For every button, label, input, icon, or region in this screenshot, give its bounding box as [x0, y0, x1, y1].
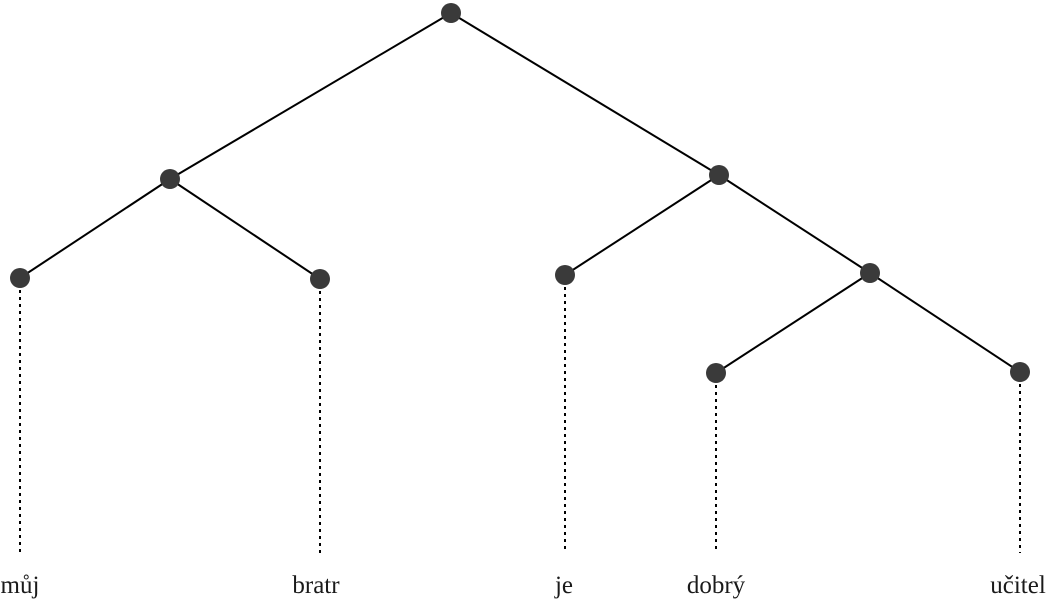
word-label-je: je	[554, 572, 573, 599]
tree-node-leaf-bratr	[310, 269, 330, 289]
tree-node-leaf-muj	[10, 268, 30, 288]
edge-root-to-n-right	[450, 12, 720, 176]
word-label-muj: můj	[1, 572, 40, 599]
tree-node-leaf-je	[555, 265, 575, 285]
word-label-dobry: dobrý	[687, 572, 746, 599]
edge-n-left-to-leaf-muj	[19, 178, 171, 279]
word-leader-lines	[19, 287, 1021, 553]
edge-n-right-to-n-np	[718, 174, 871, 274]
tree-node-n-right	[709, 165, 729, 185]
word-labels: můj bratr je dobrý učitel	[1, 572, 1046, 599]
edge-n-np-to-leaf-ucitel	[869, 272, 1021, 373]
tree-edges	[19, 12, 1021, 374]
tree-node-leaf-ucitel	[1010, 362, 1030, 382]
tree-node-n-np	[860, 263, 880, 283]
tree-nodes	[10, 3, 1030, 383]
edge-root-to-n-left	[169, 12, 452, 180]
word-label-ucitel: učitel	[990, 572, 1046, 599]
tree-node-root	[441, 3, 461, 23]
tree-node-n-left	[160, 169, 180, 189]
edge-n-left-to-leaf-bratr	[169, 178, 321, 280]
word-label-bratr: bratr	[292, 572, 340, 599]
edge-n-np-to-leaf-dobry	[715, 272, 871, 374]
edge-n-right-to-leaf-je	[564, 174, 720, 276]
tree-node-leaf-dobry	[706, 363, 726, 383]
